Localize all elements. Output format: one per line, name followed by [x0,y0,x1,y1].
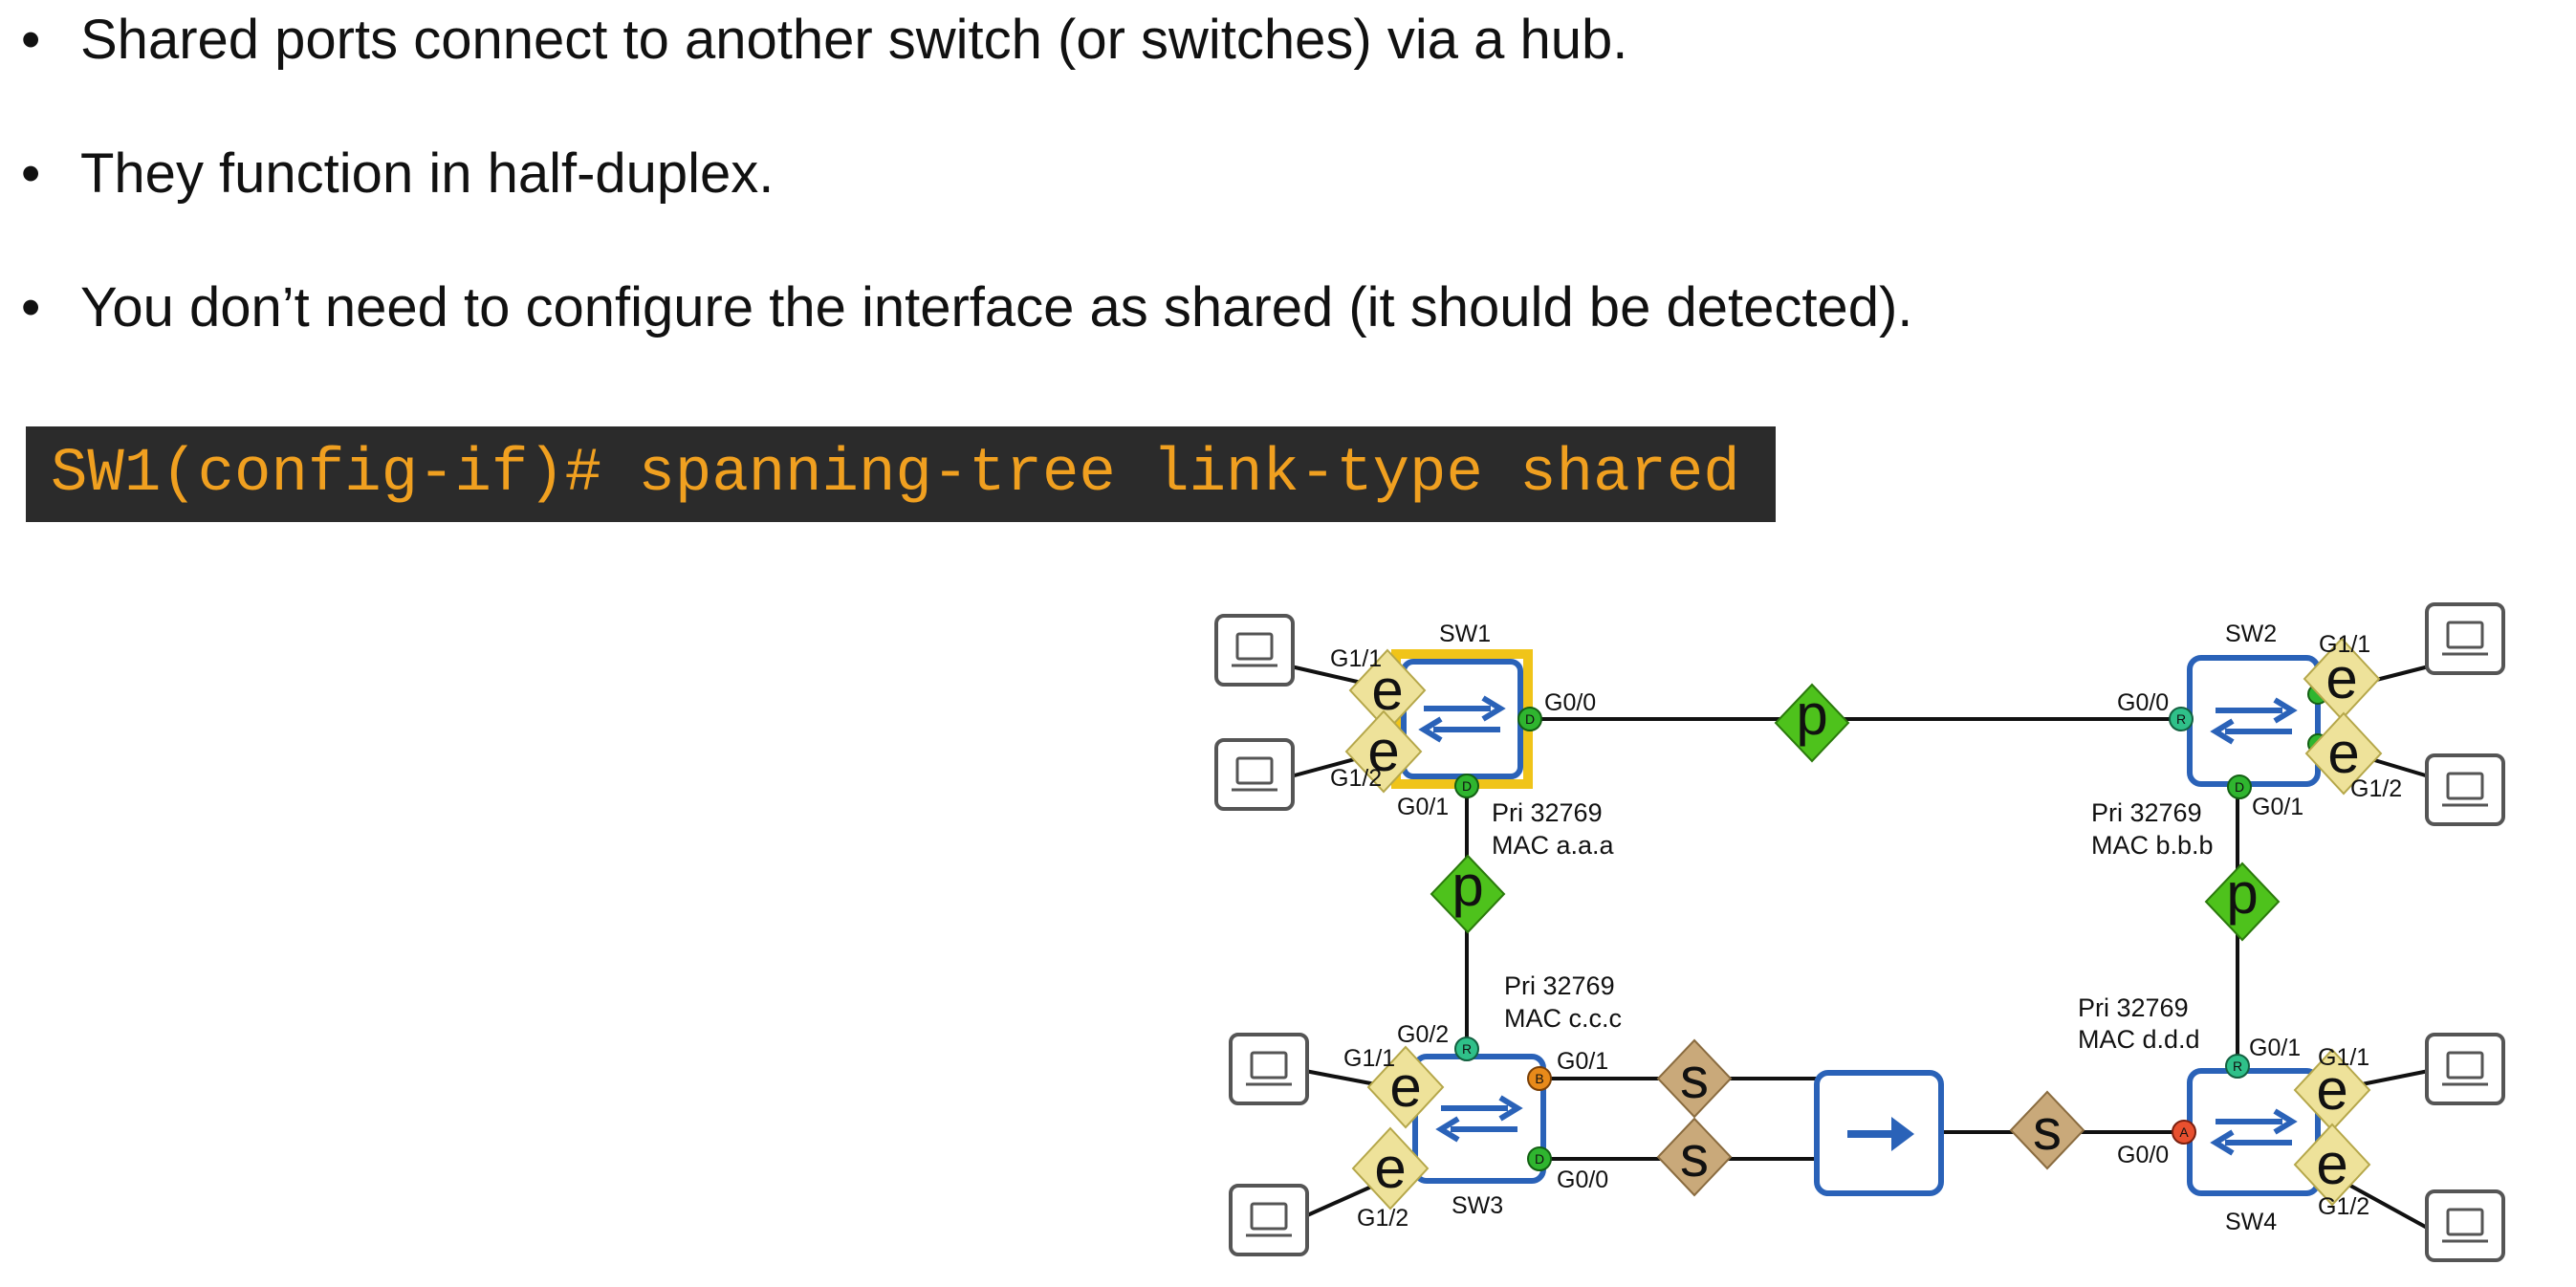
bullet-text: You don’t need to configure the interfac… [80,276,1913,338]
svg-text:e: e [2327,721,2359,785]
pc-icon [2425,602,2505,675]
svg-text:e: e [2316,1132,2347,1196]
port-role-designated: D [1454,774,1479,798]
bridge-priority: Pri 32769 [2091,798,2202,827]
edge-port-diamond: e [2303,637,2381,721]
pc-icon [1229,1184,1309,1256]
interface-label: G0/1 [1397,794,1449,820]
interface-label: G0/1 [2252,794,2303,820]
interface-label: G0/0 [1557,1167,1608,1193]
switch-name: SW4 [2225,1209,2277,1235]
svg-text:D: D [1535,1151,1544,1167]
interface-label: G1/1 [2318,1044,2369,1071]
hub-icon [1847,1117,1914,1151]
pc-icon [2425,1033,2505,1105]
switch-name: SW1 [1439,621,1491,647]
bullet-dot: • [21,276,41,338]
port-role-designated: D [2227,774,2252,799]
pc-icon [2425,1189,2505,1262]
bridge-priority: Pri 32769 [1504,971,1615,1000]
interface-label: G1/2 [2318,1193,2369,1220]
svg-text:B: B [1535,1071,1543,1086]
edge-port-diamond: e [2293,1048,2371,1132]
svg-text:e: e [1389,1055,1421,1119]
svg-text:R: R [1462,1041,1472,1057]
hub [1814,1070,1944,1196]
edge-port-diamond: e [1344,709,1423,794]
bullet-text: They function in half-duplex. [80,142,775,205]
switch-sw1 [1391,649,1533,789]
p2p-link-diamond: p [1774,683,1850,763]
port-role-alternate: A [2172,1120,2196,1145]
svg-text:R: R [2233,1058,2242,1074]
switch-sw3 [1412,1054,1546,1184]
interface-label: G1/1 [2319,631,2370,658]
svg-text:D: D [1525,711,1535,727]
interface-label: G1/2 [1357,1205,1408,1232]
bridge-mac: MAC d.d.d [2078,1025,2200,1054]
port-role-root: R [2225,1054,2250,1079]
svg-text:D: D [2235,779,2244,795]
interface-label: G0/1 [1557,1048,1608,1075]
shared-link-diamond: s [2009,1090,2085,1170]
interface-label: G0/2 [1397,1021,1449,1048]
p2p-link-diamond: p [1430,854,1506,934]
pc-icon [1214,614,1295,687]
svg-text:e: e [2325,646,2357,710]
pc-icon [2425,753,2505,826]
svg-text:e: e [2316,1058,2347,1122]
switch-sw2 [2187,655,2321,787]
svg-text:p: p [2226,862,2258,926]
svg-text:p: p [1796,683,1827,747]
pc-icon [1214,738,1295,811]
interface-label: G0/0 [1544,689,1596,716]
switch-name: SW2 [2225,621,2277,647]
bridge-mac: MAC b.b.b [2091,831,2214,860]
interface-label: G1/2 [1330,765,1382,792]
bridge-priority: Pri 32769 [1492,798,1603,827]
svg-text:p: p [1452,854,1483,918]
svg-text:e: e [1374,1136,1406,1200]
interface-label: G1/2 [2350,775,2402,802]
port-role-root: R [1454,1036,1479,1061]
port-role-designated: D [1527,1146,1552,1171]
interface-label: G0/0 [2117,689,2169,716]
interface-label: G1/1 [1343,1045,1395,1072]
command-line: SW1(config-if)# spanning-tree link-type … [26,426,1776,522]
edge-port-diamond: e [1351,1126,1430,1211]
bridge-mac: MAC a.a.a [1492,831,1615,860]
bullet-dot: • [21,142,41,205]
bullet-text: Shared ports connect to another switch (… [80,9,1628,71]
port-role-backup: B [1527,1066,1552,1091]
edge-port-diamond: e [1366,1045,1445,1129]
svg-text:e: e [1367,719,1399,783]
svg-text:e: e [1371,658,1403,722]
pc-icon [1229,1033,1309,1105]
p2p-link-diamond: p [2204,862,2281,942]
port-role-root: R [2169,707,2194,731]
shared-link-diamond: s [1656,1117,1733,1197]
bridge-priority: Pri 32769 [2078,993,2189,1022]
svg-text:R: R [2176,711,2186,727]
edge-port-diamond: e [2304,711,2383,796]
bridge-mac: MAC c.c.c [1504,1004,1622,1033]
svg-text:A: A [2179,1124,2189,1140]
interface-label: G0/0 [2117,1142,2169,1168]
svg-text:s: s [1680,1046,1709,1110]
switch-name: SW3 [1452,1192,1503,1219]
port-role-designated: D [1517,707,1542,731]
interface-label: G1/1 [1330,645,1382,672]
svg-text:s: s [1680,1124,1709,1189]
shared-link-diamond: s [1656,1038,1733,1119]
bullet-dot: • [21,9,41,71]
edge-port-diamond: e [2293,1123,2371,1207]
interface-label: G0/1 [2249,1035,2301,1061]
svg-text:s: s [2033,1098,2062,1162]
svg-text:D: D [1462,778,1472,794]
